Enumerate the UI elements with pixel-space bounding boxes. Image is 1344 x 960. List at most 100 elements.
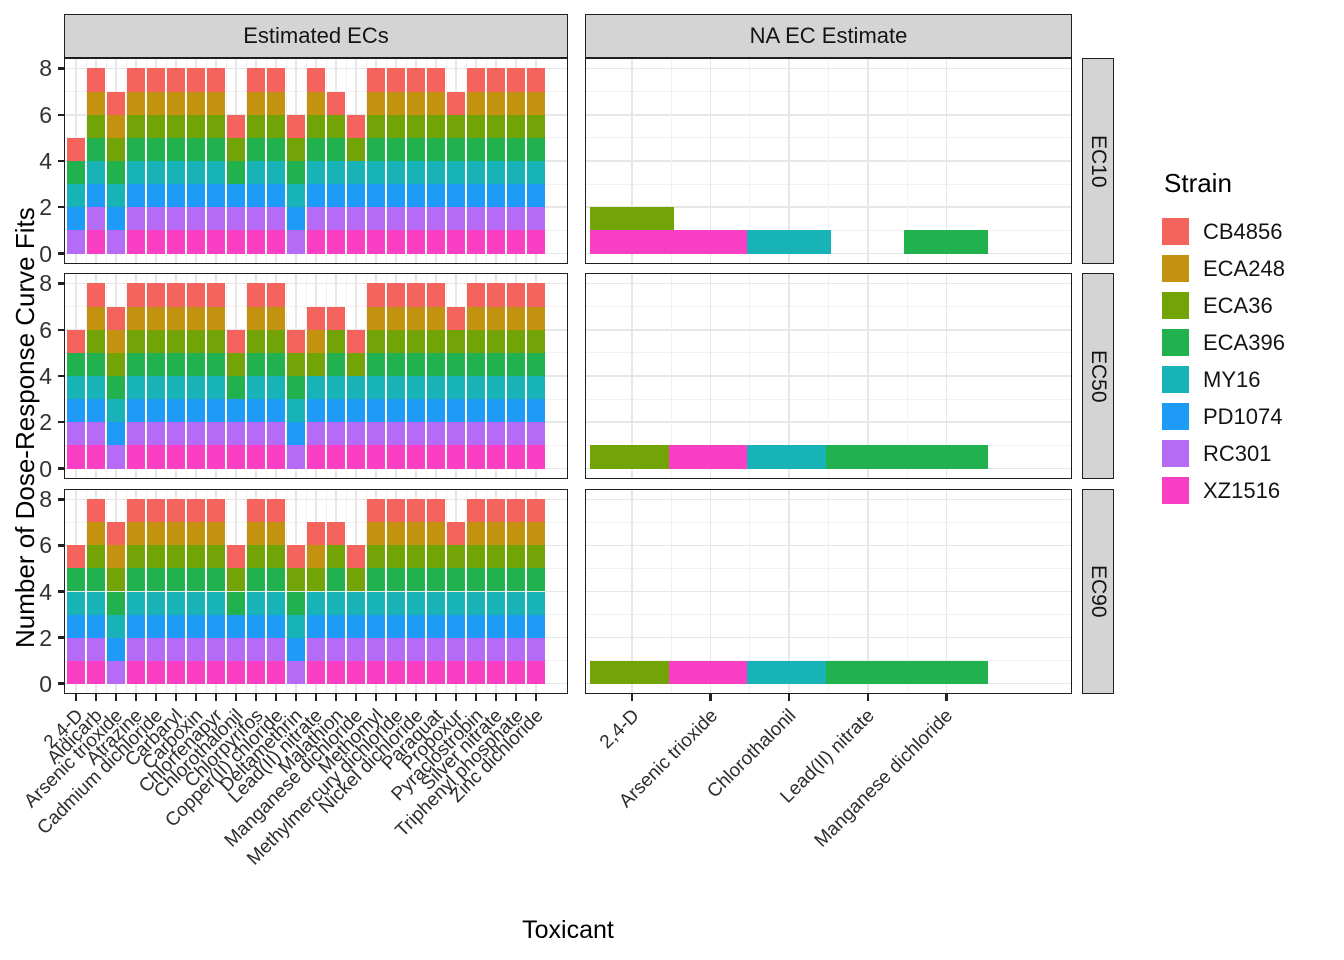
panel-na-ec-estimate-ec10 — [585, 58, 1072, 264]
bar-segment-RC301 — [486, 422, 506, 446]
bar-segment-MY16 — [506, 161, 526, 185]
legend-swatch-XZ1516 — [1162, 477, 1189, 504]
panel-na-ec-estimate-ec50 — [585, 273, 1072, 479]
gridline-vertical-minor — [365, 489, 367, 694]
legend-label: XZ1516 — [1203, 477, 1281, 503]
bar-segment-XZ1516 — [266, 445, 286, 469]
bar-segment-XZ1516 — [506, 230, 526, 254]
bar-segment-XZ1516 — [206, 230, 226, 254]
bar-segment-XZ1516 — [668, 660, 753, 684]
bar-segment-ECA396 — [166, 352, 186, 376]
bar-segment-XZ1516 — [326, 230, 346, 254]
gridline-vertical — [709, 273, 712, 479]
gridline-vertical — [945, 273, 948, 479]
bar-segment-MY16 — [426, 591, 446, 615]
bar-segment-RC301 — [346, 422, 366, 446]
bar-segment-ECA396 — [66, 352, 86, 376]
y-tick-label: 6 — [39, 101, 52, 128]
bar-segment-ECA36 — [406, 329, 426, 353]
bar-segment-CB4856 — [166, 499, 186, 523]
gridline-vertical-minor — [85, 273, 87, 479]
bar-segment-CB4856 — [406, 499, 426, 523]
bar-segment-ECA248 — [146, 306, 166, 330]
gridline-vertical-minor — [485, 58, 487, 264]
legend-entry: ECA396 — [1162, 324, 1285, 361]
bar-segment-XZ1516 — [506, 660, 526, 684]
y-tick-label: 8 — [39, 55, 52, 82]
bar-segment-MY16 — [86, 161, 106, 185]
legend-swatch-PD1074 — [1162, 403, 1189, 430]
bar-segment-ECA248 — [426, 306, 446, 330]
bar-segment-PD1074 — [246, 399, 266, 423]
legend-label: ECA396 — [1203, 329, 1285, 355]
bar-segment-MY16 — [126, 161, 146, 185]
bar-segment-XZ1516 — [526, 445, 546, 469]
bar-segment-MY16 — [186, 376, 206, 400]
legend-entry: ECA248 — [1162, 250, 1285, 287]
gridline-vertical-minor — [125, 273, 127, 479]
bar-segment-RC301 — [506, 207, 526, 231]
bar-segment-RC301 — [186, 207, 206, 231]
gridline-vertical-minor — [285, 58, 287, 264]
bar-segment-PD1074 — [146, 399, 166, 423]
bar-segment-CB4856 — [86, 283, 106, 307]
bar-segment-ECA36 — [589, 207, 675, 231]
bar-segment-MY16 — [366, 161, 386, 185]
bar-segment-ECA36 — [266, 114, 286, 138]
bar-segment-ECA396 — [206, 352, 226, 376]
legend-swatch-ECA36 — [1162, 292, 1189, 319]
bar-segment-PD1074 — [226, 614, 246, 638]
bar-segment-ECA396 — [106, 161, 126, 185]
bar-segment-CB4856 — [446, 306, 466, 330]
gridline-vertical-minor — [828, 489, 829, 694]
bar-segment-ECA248 — [106, 545, 126, 569]
bar-segment-RC301 — [266, 207, 286, 231]
bar-segment-XZ1516 — [186, 230, 206, 254]
bar-segment-PD1074 — [306, 184, 326, 208]
bar-segment-CB4856 — [206, 68, 226, 92]
bar-segment-CB4856 — [126, 68, 146, 92]
bar-segment-ECA248 — [106, 114, 126, 138]
gridline-vertical-minor — [445, 58, 447, 264]
bar-segment-CB4856 — [386, 68, 406, 92]
gridline-vertical-minor — [525, 273, 527, 479]
bar-segment-MY16 — [106, 184, 126, 208]
bar-segment-XZ1516 — [668, 230, 753, 254]
bar-segment-MY16 — [526, 376, 546, 400]
bar-segment-MY16 — [66, 591, 86, 615]
bar-segment-RC301 — [426, 422, 446, 446]
bar-segment-PD1074 — [446, 614, 466, 638]
x-tick-mark — [214, 694, 218, 701]
bar-segment-XZ1516 — [446, 660, 466, 684]
x-tick-mark — [194, 694, 198, 701]
gridline-vertical-minor — [749, 273, 751, 479]
x-tick-label-text: 2,4-D — [595, 705, 644, 754]
bar-segment-ECA396 — [386, 352, 406, 376]
bar-segment-RC301 — [466, 207, 486, 231]
bar-segment-RC301 — [86, 637, 106, 661]
bar-segment-CB4856 — [366, 283, 386, 307]
gridline-vertical-minor — [285, 273, 287, 479]
bar-segment-PD1074 — [126, 614, 146, 638]
bar-segment-ECA396 — [386, 568, 406, 592]
bar-segment-PD1074 — [306, 614, 326, 638]
bar-segment-XZ1516 — [86, 660, 106, 684]
bar-segment-ECA36 — [526, 545, 546, 569]
gridline-vertical-minor — [485, 489, 487, 694]
bar-segment-ECA396 — [166, 568, 186, 592]
bar-segment-RC301 — [326, 422, 346, 446]
x-tick-mark — [434, 694, 438, 701]
bar-segment-MY16 — [206, 376, 226, 400]
legend-label: MY16 — [1203, 366, 1261, 392]
y-tick-mark — [57, 498, 64, 501]
bar-segment-ECA36 — [426, 114, 446, 138]
gridline-vertical-minor — [105, 58, 107, 264]
bar-segment-PD1074 — [386, 399, 406, 423]
bar-segment-ECA36 — [346, 352, 366, 376]
bar-segment-PD1074 — [466, 184, 486, 208]
bar-segment-XZ1516 — [186, 445, 206, 469]
bar-segment-MY16 — [747, 445, 832, 469]
facet-row-strip: EC50 — [1082, 273, 1114, 479]
panel-border — [585, 489, 1072, 694]
